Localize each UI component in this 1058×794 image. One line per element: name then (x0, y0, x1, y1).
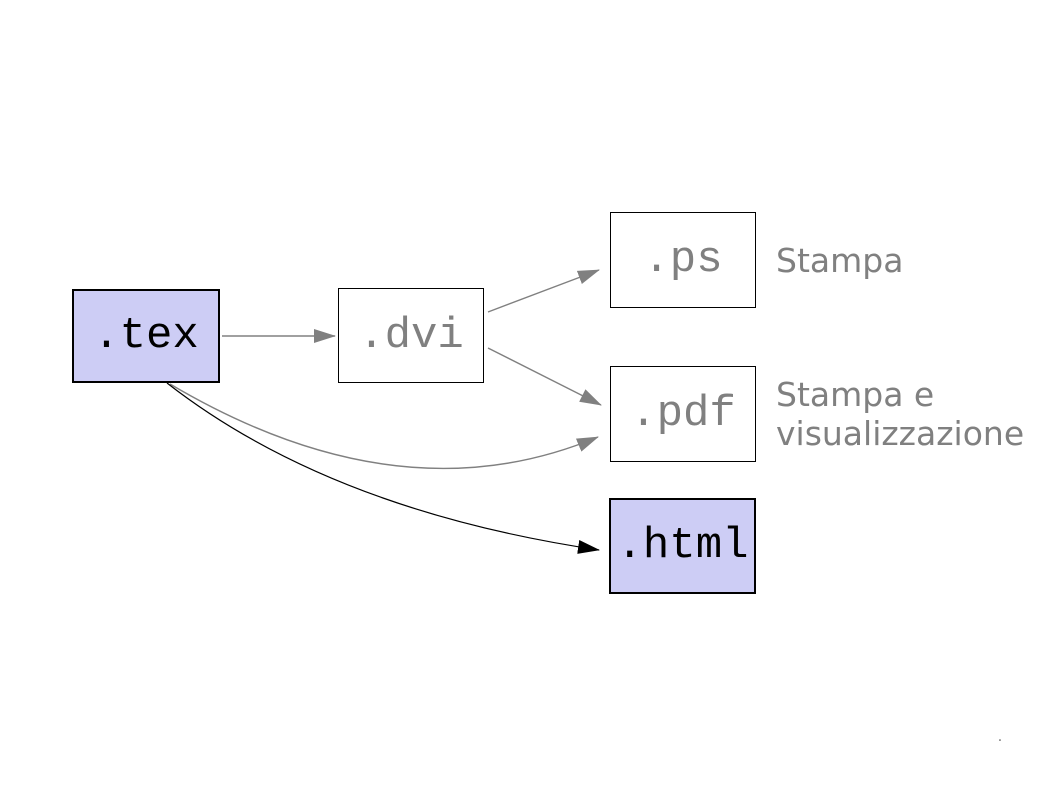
edge-dvi-pdf (487, 347, 602, 406)
node-dvi: .dvi (338, 288, 484, 383)
footer-dot: . (997, 729, 1003, 745)
node-pdf-label: .pdf (630, 389, 736, 439)
node-dvi-label: .dvi (358, 310, 464, 361)
node-html: .html (609, 498, 756, 594)
node-ps: .ps (610, 212, 756, 308)
node-html-label: .html (616, 521, 749, 571)
annotation-pdf: Stampa e visualizzazione (776, 375, 1025, 453)
node-pdf: .pdf (610, 366, 756, 462)
annotation-ps: Stampa (776, 240, 904, 280)
node-tex-label: .tex (93, 311, 199, 361)
node-tex: .tex (72, 289, 220, 383)
edge-dvi-ps (487, 269, 600, 313)
edge-tex-html (166, 382, 600, 554)
node-ps-label: .ps (643, 235, 723, 285)
edge-tex-pdf (169, 383, 599, 470)
